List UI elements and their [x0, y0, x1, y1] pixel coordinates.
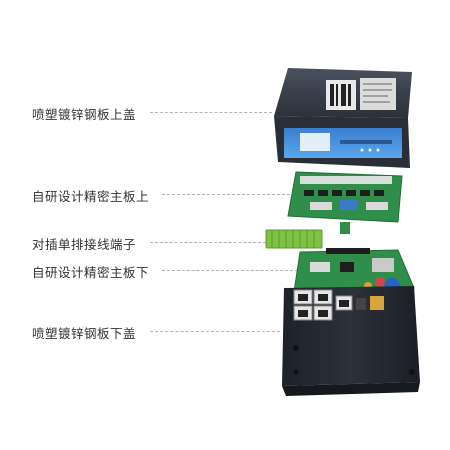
terminal-block-connector	[265, 229, 323, 249]
lower-pcb-board	[293, 248, 415, 294]
leader-bottom-cover	[150, 331, 280, 332]
top-cover-enclosure	[274, 68, 412, 168]
upper-pcb-board	[287, 171, 403, 234]
label-upper-board: 自研设计精密主板上	[32, 190, 150, 204]
leader-upper-board	[162, 194, 290, 195]
label-terminal-block: 对插单排接线端子	[32, 238, 137, 252]
label-lower-board: 自研设计精密主板下	[32, 266, 150, 280]
bottom-cover-enclosure	[282, 286, 420, 396]
label-bottom-cover: 喷塑镀锌钢板下盖	[32, 327, 137, 341]
leader-top-cover	[150, 112, 272, 113]
leader-terminal-block	[150, 242, 266, 243]
leader-lower-board	[162, 270, 298, 271]
label-top-cover: 喷塑镀锌钢板上盖	[32, 108, 137, 122]
